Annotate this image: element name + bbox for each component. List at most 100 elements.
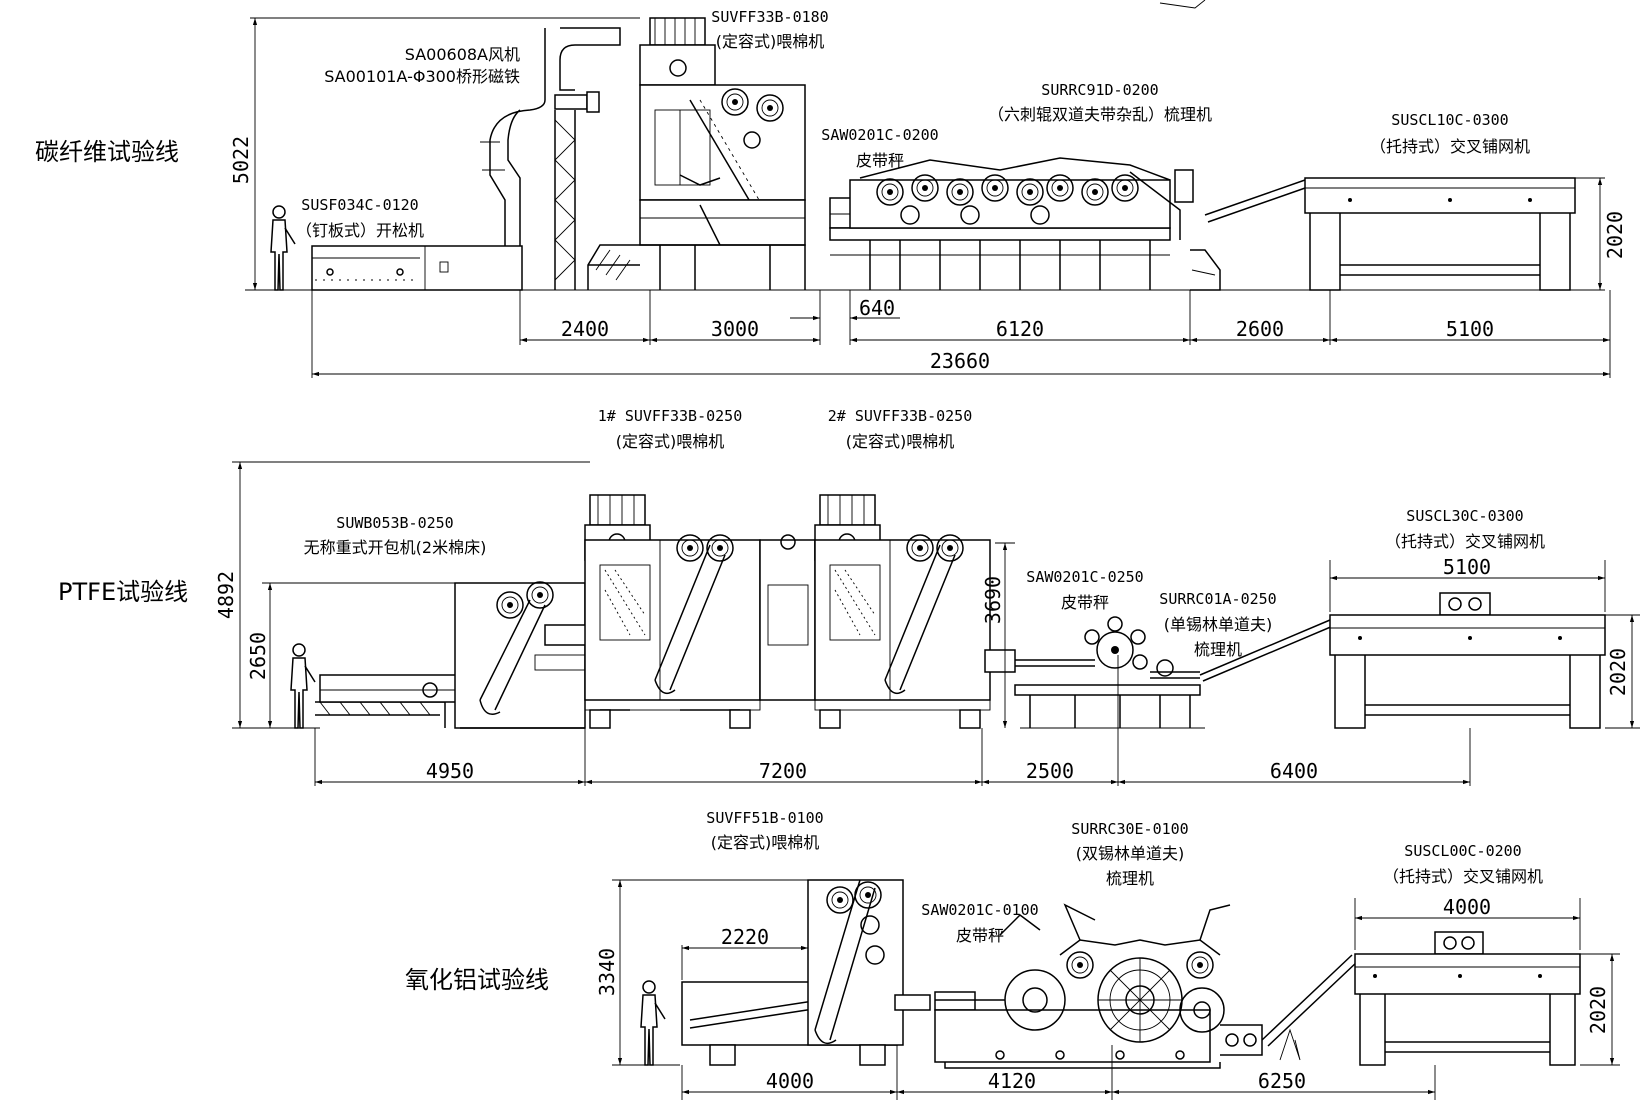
height-value: 2650 [246,632,270,680]
machine-desc: (定容式)喂棉机 [846,432,955,451]
cross-lapper-machine [1354,931,1581,1066]
lapper-width-dim: 5100 2020 [1329,555,1640,729]
line-title: 氧化铝试验线 [405,966,549,994]
machine-desc: 皮带秤 [856,151,904,170]
machine-desc: (双锡林单道夫) [1076,844,1185,863]
conveyor-support [1279,1028,1301,1061]
conveyor [1261,954,1359,1047]
dim-value: 2400 [561,317,609,341]
machine-code: SUVFF33B-0180 [711,8,828,26]
lapper-dims: 4000 2020 [1354,895,1620,1066]
machine-code: SUSF034C-0120 [301,196,418,214]
machine-code: SAW0201C-0250 [1026,568,1143,586]
height-value: 5022 [229,136,253,184]
drawing-fragment [1159,0,1206,9]
dim-value: 4120 [988,1069,1036,1093]
feeder-2-machine [814,494,1016,729]
transfer-hopper [759,539,816,701]
dim-value: 4000 [766,1069,814,1093]
dim-value: 23660 [930,349,990,373]
machine-desc: （钉板式）开松机 [296,221,424,240]
machine-desc: (定容式)喂棉机 [716,32,825,51]
height-value: 3340 [595,948,619,996]
line-alumina: 氧化铝试验线 3340 2220 [405,809,1620,1100]
transfer-fan [780,534,796,550]
machine-code: SUVFF51B-0100 [706,809,823,827]
opener-machine [311,245,523,291]
machine-desc: (单锡林单道夫) [1164,615,1273,634]
dim-value: 640 [859,296,895,320]
fan-duct [480,27,621,290]
height-value: 3690 [981,576,1005,624]
carding-machine [829,157,1221,291]
length-dimensions: 4950 7200 2500 6400 [314,655,1471,786]
height-dimension: 4892 2650 [214,461,590,729]
machine-desc: （托持式）交叉铺网机 [1383,867,1543,886]
machine-desc: 皮带秤 [956,926,1004,945]
bale-opener-machine [315,581,591,729]
dim-value: 6400 [1270,759,1318,783]
machine-code: 1# SUVFF33B-0250 [598,407,743,425]
conveyor [1199,619,1334,682]
dim-value: 5100 [1443,555,1491,579]
ptfe-height-dim-2: 3690 [981,542,1015,728]
machine-code: 2# SUVFF33B-0250 [828,407,973,425]
machine-desc: (定容式)喂棉机 [711,833,820,852]
line-carbon-fiber: 碳纤维试验线 5022 [35,8,1627,378]
machine-desc: （托持式）交叉铺网机 [1385,532,1545,551]
length-dimensions: 4000 4120 6250 [681,1045,1436,1100]
machine-code: SAW0201C-0100 [921,901,1038,919]
machine-desc-2: 梳理机 [1106,869,1154,888]
dim-value: 6250 [1258,1069,1306,1093]
machine-code: SAW0201C-0200 [821,126,938,144]
operator-figure [270,205,296,291]
dim-value: 3000 [711,317,759,341]
machine-code: SURRC01A-0250 [1159,590,1276,608]
machine-desc: SA00101A-Φ300桥形磁铁 [324,67,520,86]
feeder-machine [681,879,931,1066]
lapper-height-value: 2020 [1603,211,1627,259]
machine-code: SUSCL30C-0300 [1406,507,1523,525]
dim-value: 6120 [996,317,1044,341]
dim-value: 2500 [1026,759,1074,783]
dim-value: 2600 [1236,317,1284,341]
height-value: 4892 [214,571,238,619]
conveyor [1204,179,1309,223]
line-ptfe: PTFE试验线 4892 2650 [58,407,1640,786]
dim-value: 4000 [1443,895,1491,919]
length-dimensions: 2400 3000 640 6120 2600 5100 23660 [311,290,1611,378]
dim-value: 2220 [721,925,769,949]
transfer-window [767,584,809,646]
machine-code: SURRC30E-0100 [1071,820,1188,838]
line-title: 碳纤维试验线 [35,138,179,166]
belt-scale-carding-machine [1014,616,1205,729]
machine-desc: （六刺辊双道夫带杂乱）梳理机 [988,105,1212,124]
feeder-1-machine [584,494,761,729]
dim-value: 4950 [426,759,474,783]
operator-figure [290,643,316,729]
height-tick: 2220 [681,925,809,980]
carding-machine [934,903,1263,1069]
machine-code: SUWB053B-0250 [336,514,453,532]
machine-code: SUSCL00C-0200 [1404,842,1521,860]
machine-desc-2: 梳理机 [1194,640,1242,659]
cross-lapper-machine [1304,177,1576,291]
dim-value: 7200 [759,759,807,783]
dim-value: 5100 [1446,317,1494,341]
operator-figure [640,980,666,1066]
machine-desc: 无称重式开包机(2米棉床) [304,538,487,557]
lapper-height-value: 2020 [1606,648,1630,696]
machine-desc: (定容式)喂棉机 [616,432,725,451]
lapper-height-dimension: 2020 [1575,177,1627,291]
machine-desc: （托持式）交叉铺网机 [1370,137,1530,156]
machine-code: SA00608A风机 [405,45,520,64]
lapper-height-value: 2020 [1586,986,1610,1034]
line-title: PTFE试验线 [58,578,188,606]
machine-desc: 皮带秤 [1061,593,1109,612]
height-dimension: 3340 [595,879,820,1066]
machine-code: SURRC91D-0200 [1041,81,1158,99]
cross-lapper-machine [1329,592,1606,729]
machine-code: SUSCL10C-0300 [1391,111,1508,129]
feeder-machine [587,17,806,290]
